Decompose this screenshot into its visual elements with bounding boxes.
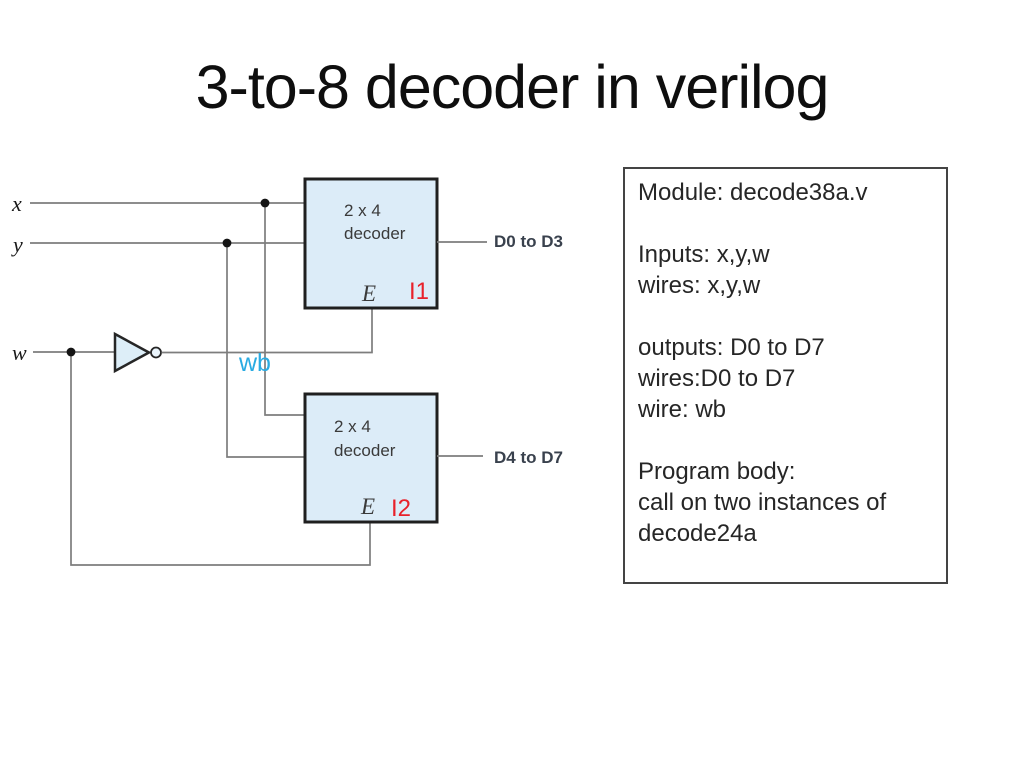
note-line: Program body: (638, 458, 796, 485)
decoder1-block (303, 177, 439, 310)
slide-title: 3-to-8 decoder in verilog (195, 53, 830, 121)
wire-w-branch (70, 352, 371, 566)
decoder2-block (303, 392, 439, 524)
wb-label: wb (238, 349, 271, 377)
decoder2-instance-label: I2 (391, 495, 411, 522)
not-gate-bubble-icon (150, 346, 162, 359)
decoder1-size-label: 2 x 4 (344, 201, 381, 220)
input-label-w: w (12, 340, 27, 365)
notes-box: Module: decode38a.v Inputs: x,y,w wires:… (623, 167, 948, 584)
decoder2-enable-label: E (360, 494, 375, 519)
note-line: wire: wb (638, 396, 727, 423)
decoder2-size-label: 2 x 4 (334, 417, 371, 436)
junction-dot-y (222, 238, 232, 248)
not-gate-icon (113, 331, 152, 374)
circuit-diagram: x y w wb 2 x 4 decoder E I1 D0 to D3 2 x… (11, 177, 563, 566)
note-line: outputs: D0 to D7 (638, 334, 825, 361)
note-line (638, 208, 936, 239)
decoder2-type-label: decoder (334, 441, 396, 460)
decoder1-instance-label: I1 (409, 278, 429, 305)
wire-x-branch (264, 203, 305, 416)
note-line: Inputs: x,y,w (638, 241, 770, 268)
note-line: call on two instances of (638, 489, 887, 516)
note-line (638, 301, 936, 332)
note-line: decode24a (638, 520, 757, 547)
wire-y-branch (226, 243, 305, 458)
input-label-y: y (11, 232, 23, 257)
note-line: wires:D0 to D7 (638, 365, 796, 392)
note-line: Module: decode38a.v (638, 179, 868, 206)
decoder1-type-label: decoder (344, 224, 406, 243)
junction-dot-x (260, 198, 270, 208)
decoder2-output-label: D4 to D7 (494, 448, 563, 467)
note-line: wires: x,y,w (638, 272, 761, 299)
junction-dot-w (66, 347, 76, 357)
wire-wb (161, 309, 373, 354)
input-label-x: x (11, 191, 22, 216)
decoder1-enable-label: E (361, 281, 376, 306)
note-line (638, 425, 936, 456)
decoder1-output-label: D0 to D3 (494, 232, 563, 251)
